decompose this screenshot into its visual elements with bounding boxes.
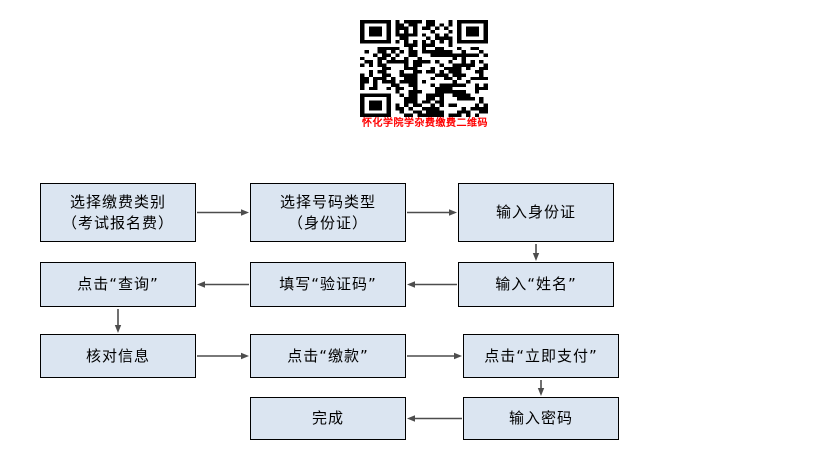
flow-node-label: 点击“立即支付” bbox=[484, 346, 598, 365]
flow-node-fill-captcha: 填写“验证码” bbox=[250, 262, 406, 307]
flow-node-click-pay: 点击“缴款” bbox=[250, 334, 406, 378]
flow-node-label: 输入“姓名” bbox=[495, 275, 577, 293]
flow-node-select-fee-category: 选择缴费类别 （考试报名费） bbox=[40, 183, 196, 242]
flow-node-label: 完成 bbox=[311, 409, 344, 427]
flow-node-label: 选择号码类型 bbox=[279, 192, 376, 211]
flow-node-label: 输入密码 bbox=[508, 409, 573, 427]
flow-node-label: （考试报名费） bbox=[61, 213, 174, 232]
flow-node-enter-password: 输入密码 bbox=[463, 397, 619, 440]
flow-node-label: 选择缴费类别 bbox=[69, 192, 166, 211]
flow-node-enter-name: 输入“姓名” bbox=[458, 262, 614, 307]
flow-node-verify-info: 核对信息 bbox=[40, 334, 196, 378]
qr-caption: 怀化学院学杂费缴费二维码 bbox=[362, 118, 488, 129]
flow-node-label: 点击“查询” bbox=[77, 275, 159, 293]
qr-code-image bbox=[360, 20, 488, 117]
flow-node-label: 填写“验证码” bbox=[279, 275, 377, 293]
flow-node-click-pay-now: 点击“立即支付” bbox=[463, 334, 619, 378]
flow-node-label: 输入身份证 bbox=[495, 203, 576, 221]
flow-node-label: 点击“缴款” bbox=[287, 346, 369, 365]
flow-node-done: 完成 bbox=[250, 397, 406, 440]
flow-node-click-query: 点击“查询” bbox=[40, 262, 196, 307]
flow-node-label: 核对信息 bbox=[85, 346, 150, 365]
flow-node-label: （身份证） bbox=[287, 213, 368, 232]
flow-node-enter-id-number: 输入身份证 bbox=[458, 183, 614, 242]
qr-section: 怀化学院学杂费缴费二维码 bbox=[340, 0, 510, 140]
flow-node-select-id-type: 选择号码类型 （身份证） bbox=[250, 183, 406, 242]
